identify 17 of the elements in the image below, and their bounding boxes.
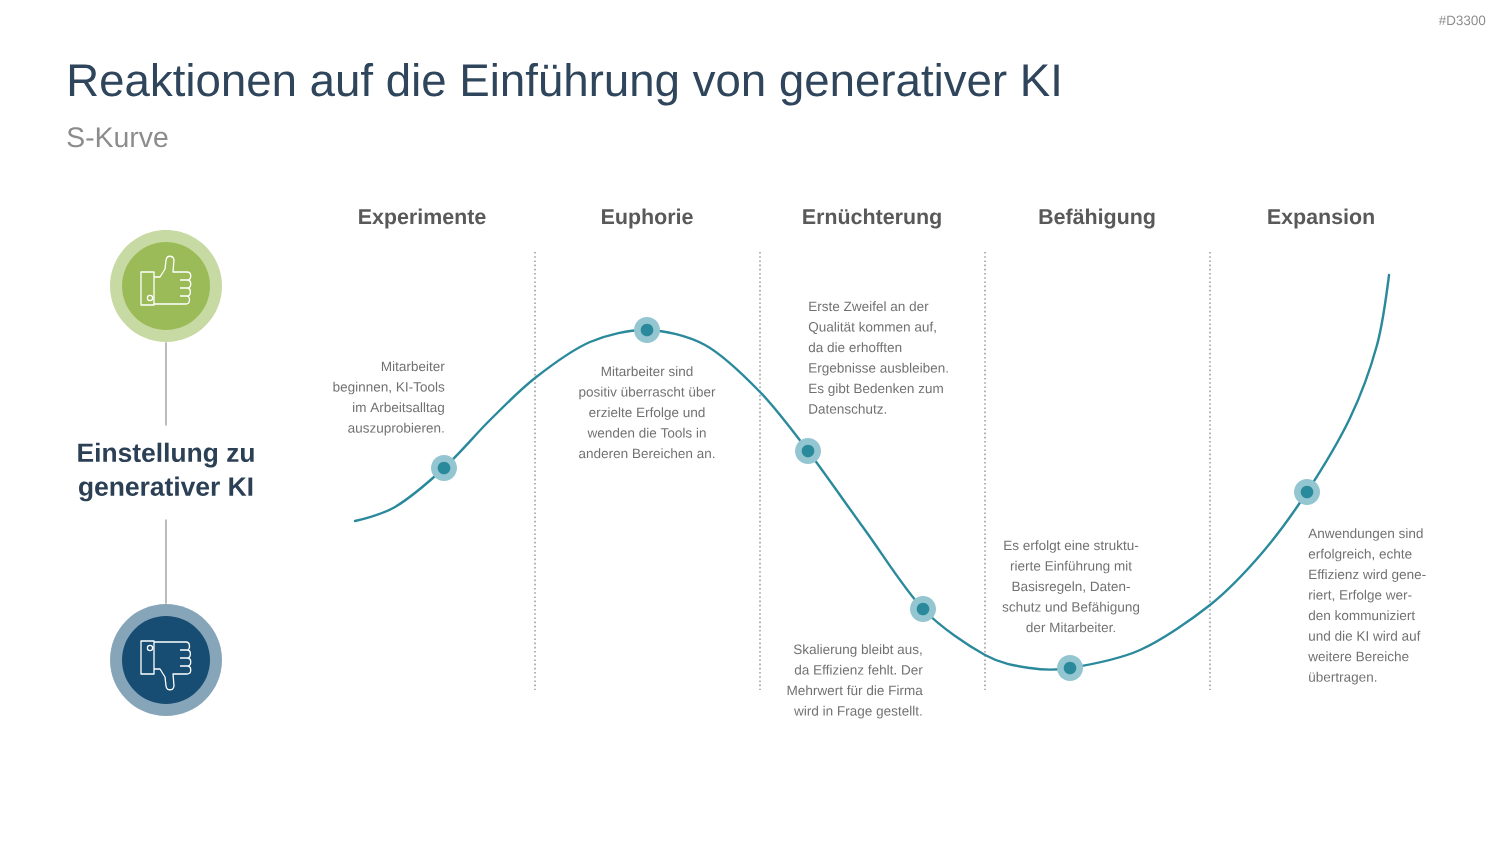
subtitle: S-Kurve (67, 127, 168, 148)
axis-label: Einstellung zu generativer KI (78, 442, 254, 502)
phase-heading: Euphorie (602, 208, 693, 229)
phase-description: Mitarbeiter sind positiv überrascht über erzielte Erfolge und wenden die Tools in anderen Bereichen an. (579, 366, 716, 459)
phase-description: Es erfolgt eine struktu- rierte Einführung mit Basisregeln, Daten- schutz und Befähigung der Mitarbeiter. (1002, 540, 1140, 633)
phase-description: Anwendungen sind erfolgreich, echte Effizienz wird gene- riert, Erfolge wer- den kommuniziert und die KI wird auf weitere Bereiche übertragen. (1308, 528, 1426, 685)
title: Reaktionen auf die Einführung von generativer KI (69, 62, 1059, 106)
phase-heading: Expansion (1268, 208, 1374, 229)
phase-description: Skalierung bleibt aus, da Effizienz fehlt. Der Mehrwert für die Firma wird in Frage gestellt. (787, 644, 923, 719)
phase-heading: Experimente (359, 208, 486, 229)
phase-description: Erste Zweifel an der Qualität kommen auf, da die erhofften Ergebnisse ausbleiben. Es gibt Bedenken zum Datenschutz. (808, 301, 948, 414)
phase-heading: Befähigung (1039, 208, 1155, 229)
reference-code: #D3300 (1438, 15, 1486, 26)
connector-line (165, 518, 167, 605)
phase-description: Mitarbeiter beginnen, KI-Tools im Arbeitsalltag auszuprobieren. (333, 361, 445, 436)
phase-heading: Ernüchterung (803, 208, 941, 229)
connector-line (165, 341, 167, 427)
